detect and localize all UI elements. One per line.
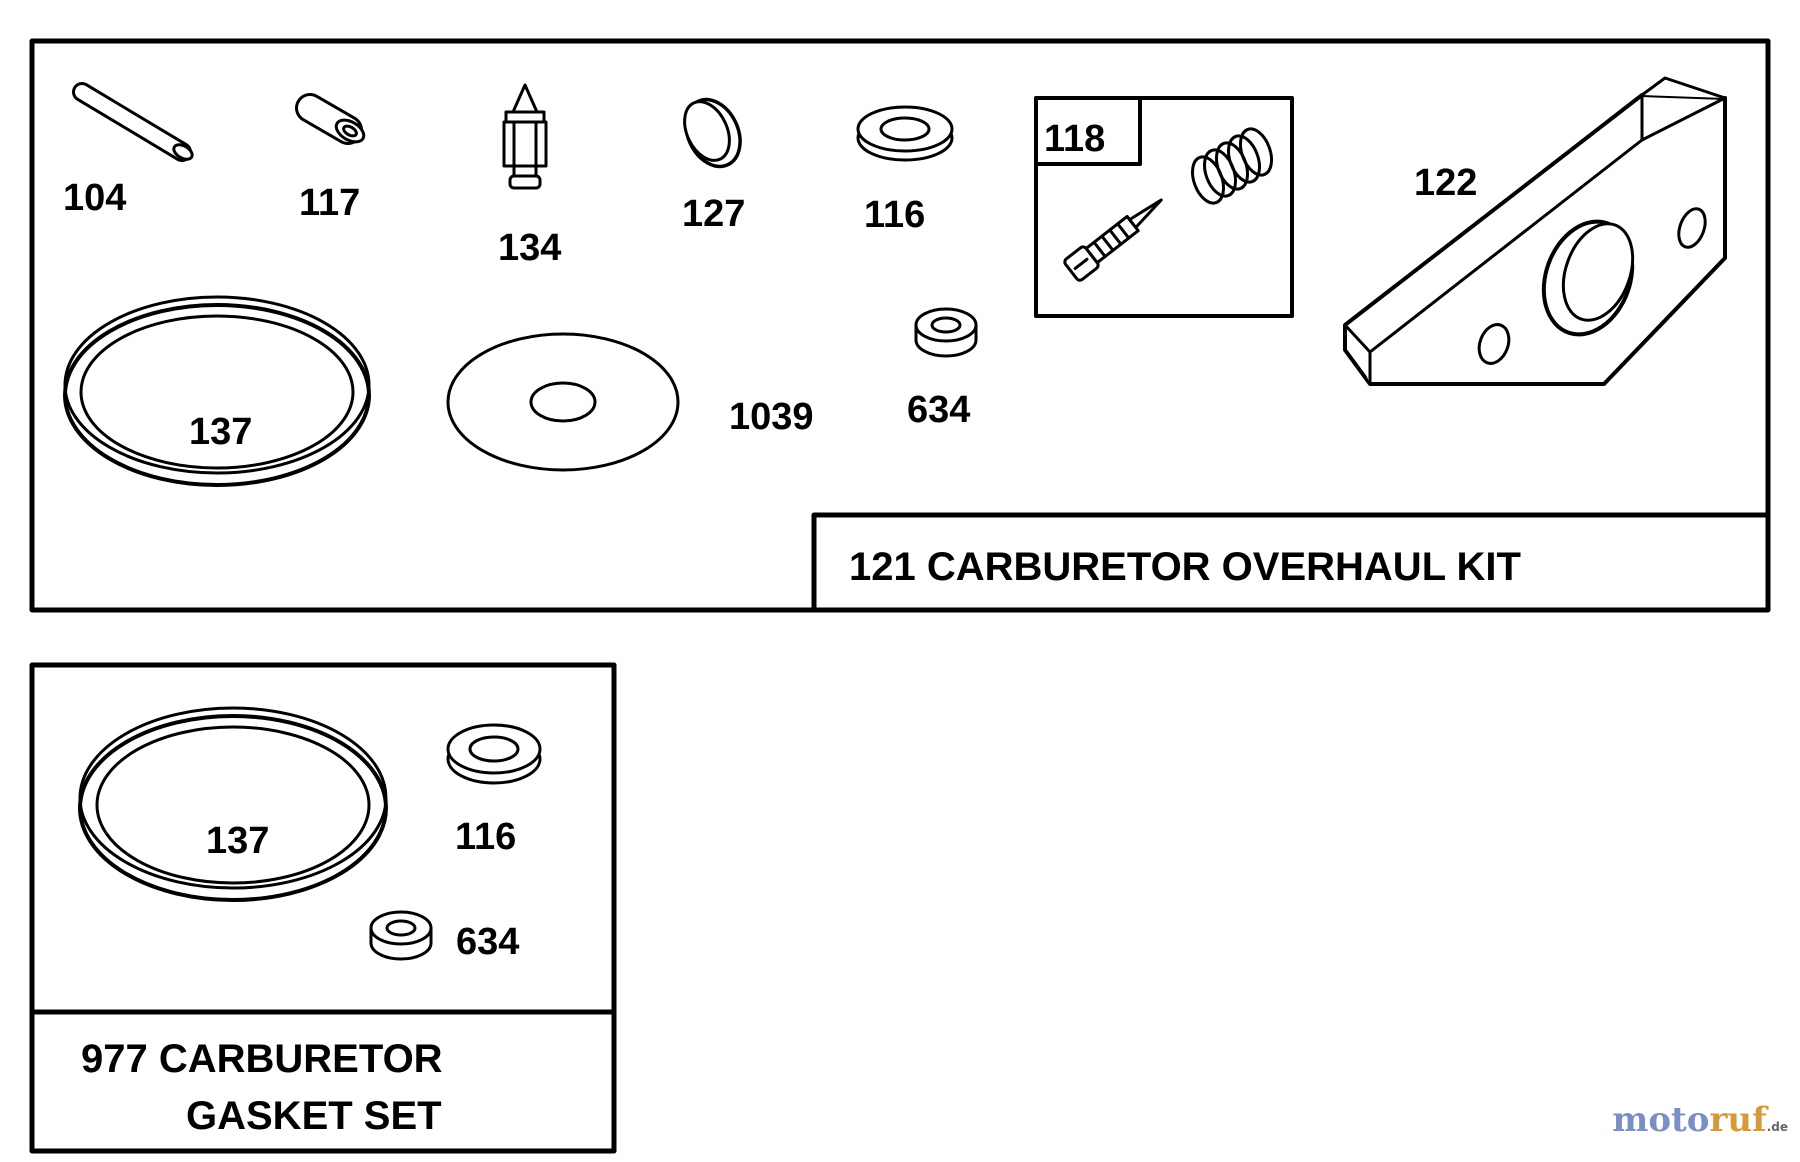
label-116: 116 [864,194,926,236]
gasket-label-137: 137 [206,820,270,862]
watermark-part3: .de [1766,1120,1788,1134]
label-634: 634 [907,389,971,431]
part-104-pin-icon [72,82,194,162]
gasket-label-116: 116 [455,816,517,858]
gasket-set-frame [29,662,617,1154]
gasket-label-634: 634 [456,921,520,963]
watermark-logo: motoruf.de [1612,1100,1788,1140]
overhaul-kit-frame [29,38,1771,613]
label-127: 127 [682,193,746,235]
label-1039: 1039 [729,396,814,438]
gasket-634-washer-icon [369,910,433,961]
part-1039-diaphragm-icon [446,332,680,472]
part-122-spacer-icon [1343,76,1727,386]
label-122: 122 [1414,162,1478,204]
part-134-needle-icon [502,83,548,190]
label-104: 104 [63,177,127,219]
part-137-ring-icon [63,295,371,487]
watermark-part1: moto [1612,1100,1710,1140]
gasket-137-ring-icon [78,706,388,902]
label-134: 134 [498,227,562,269]
overhaul-kit-title: 121 CARBURETOR OVERHAUL KIT [849,545,1521,589]
gasket-set-title-line1: 977 CARBURETOR [81,1037,443,1081]
part-634-washer-icon [914,307,978,358]
gasket-116-washer-icon [446,723,542,785]
overhaul-kit-title-box [811,512,1769,613]
part-117-sleeve-icon [295,93,366,145]
part-127-plug-icon [683,97,742,169]
gasket-set-title-line2: GASKET SET [186,1094,442,1138]
part-118-screw-spring-icon [1034,96,1294,318]
label-137: 137 [189,411,253,453]
label-118: 118 [1044,118,1106,160]
watermark-part2: ruf [1709,1100,1767,1140]
label-117: 117 [299,182,361,224]
part-116-washer-icon [856,105,954,162]
